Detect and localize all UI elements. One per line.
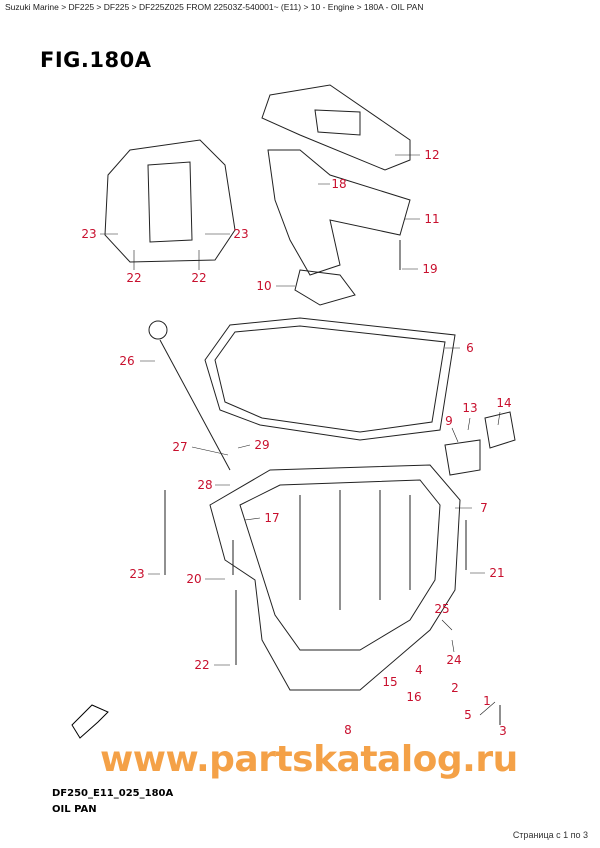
callout-21[interactable]: 21 bbox=[489, 566, 505, 580]
callout-24[interactable]: 24 bbox=[446, 653, 462, 667]
callout-13[interactable]: 13 bbox=[462, 401, 478, 415]
callout-25[interactable]: 25 bbox=[434, 602, 450, 616]
gasket-top bbox=[261, 84, 411, 171]
callout-12[interactable]: 12 bbox=[424, 148, 440, 162]
callout-7[interactable]: 7 bbox=[480, 501, 488, 515]
callout-11[interactable]: 11 bbox=[424, 212, 440, 226]
bolts bbox=[164, 240, 501, 725]
callout-2[interactable]: 2 bbox=[451, 681, 459, 695]
oil-pan bbox=[209, 464, 461, 691]
oil-strainer bbox=[267, 149, 411, 306]
gasket-plate-left bbox=[104, 139, 236, 263]
callout-28[interactable]: 28 bbox=[197, 478, 213, 492]
callout-17[interactable]: 17 bbox=[264, 511, 280, 525]
page-indicator: Страница с 1 по 3 bbox=[512, 830, 588, 840]
diagram-code: DF250_E11_025_180A bbox=[52, 788, 174, 799]
callout-22[interactable]: 22 bbox=[191, 271, 207, 285]
callout-18[interactable]: 18 bbox=[331, 177, 347, 191]
callout-1[interactable]: 1 bbox=[483, 694, 491, 708]
callout-27[interactable]: 27 bbox=[172, 440, 188, 454]
watermark: www.partskatalog.ru bbox=[100, 739, 518, 780]
callout-23[interactable]: 23 bbox=[81, 227, 97, 241]
callout-8[interactable]: 8 bbox=[344, 723, 352, 737]
callout-29[interactable]: 29 bbox=[254, 438, 270, 452]
callout-23[interactable]: 23 bbox=[233, 227, 249, 241]
oil-filter-adapter bbox=[444, 411, 516, 476]
callout-20[interactable]: 20 bbox=[186, 572, 202, 586]
callout-22[interactable]: 22 bbox=[194, 658, 210, 672]
callout-4[interactable]: 4 bbox=[415, 663, 423, 677]
callout-15[interactable]: 15 bbox=[382, 675, 398, 689]
callout-5[interactable]: 5 bbox=[464, 708, 472, 722]
fwd-arrow-icon bbox=[71, 704, 109, 739]
callout-16[interactable]: 16 bbox=[406, 690, 422, 704]
breadcrumb: Suzuki Marine > DF225 > DF225 > DF225Z02… bbox=[5, 2, 424, 12]
diagram-title: OIL PAN bbox=[52, 804, 97, 815]
callout-6[interactable]: 6 bbox=[466, 341, 474, 355]
callout-26[interactable]: 26 bbox=[119, 354, 135, 368]
callout-23[interactable]: 23 bbox=[129, 567, 145, 581]
callout-22[interactable]: 22 bbox=[126, 271, 142, 285]
figure-label: FIG.180A bbox=[40, 48, 152, 72]
callout-19[interactable]: 19 bbox=[422, 262, 438, 276]
callout-10[interactable]: 10 bbox=[256, 279, 272, 293]
dipstick bbox=[148, 320, 231, 471]
oil-pan-gasket bbox=[204, 317, 456, 441]
callout-14[interactable]: 14 bbox=[496, 396, 512, 410]
callout-9[interactable]: 9 bbox=[445, 414, 453, 428]
callout-3[interactable]: 3 bbox=[499, 724, 507, 738]
leader-lines bbox=[100, 154, 501, 716]
